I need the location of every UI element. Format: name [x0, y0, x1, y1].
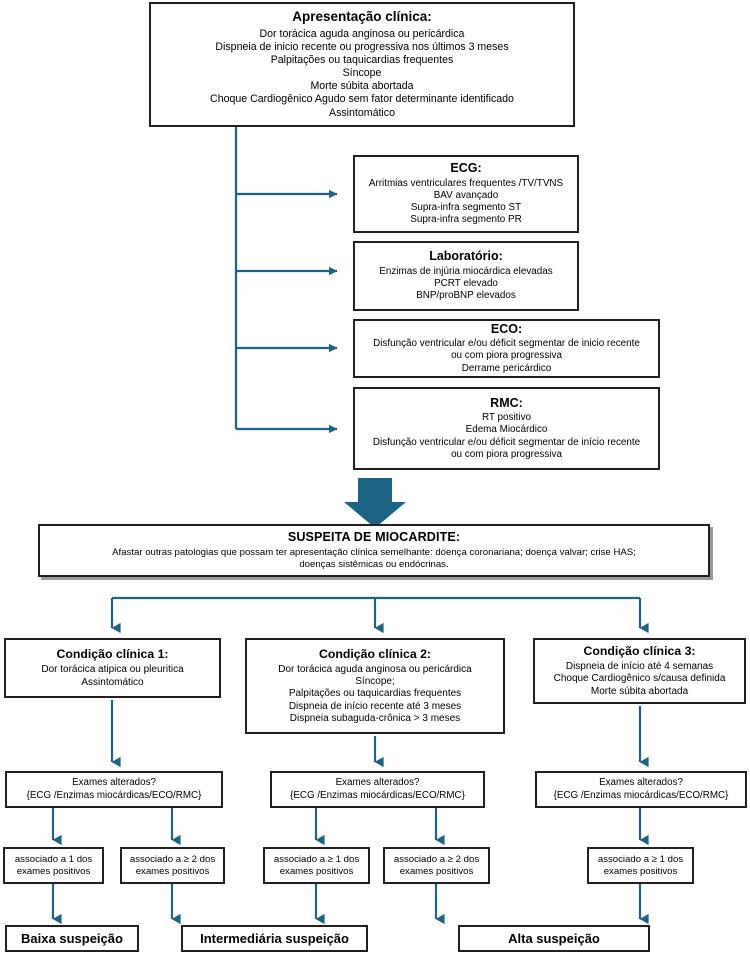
node-line: BAV avançado	[433, 189, 499, 201]
node-title: Condição clínica 1:	[56, 647, 169, 662]
node-apresentacao-clinica: Apresentação clínica: Dor torácica aguda…	[149, 2, 575, 127]
node-line: PCRT elevado	[434, 277, 498, 289]
node-title: Baixa suspeição	[21, 930, 123, 946]
node-line: Assintomático	[81, 676, 144, 688]
node-line: Dispneia de inicio recente ou progressiv…	[215, 40, 509, 53]
node-associacao-3: associado a ≥ 1 dos exames positivos	[263, 847, 370, 884]
node-title: Laboratório:	[429, 249, 503, 264]
node-intermediaria-suspeicao: Intermediária suspeição	[181, 925, 368, 952]
node-line: Síncope;	[355, 675, 395, 687]
node-line: BNP/proBNP elevados	[416, 290, 516, 302]
node-line: Choque Cardiogênico Agudo sem fator dete…	[210, 93, 514, 106]
node-title: Apresentação clínica:	[292, 9, 432, 25]
node-ecg: ECG: Arritmias ventriculares frequentes …	[353, 155, 579, 233]
node-line: Supra-infra segmento PR	[410, 214, 522, 226]
node-line: Síncope	[342, 67, 382, 80]
node-line: {ECG /Enzimas miocárdicas/ECO/RMC}	[290, 789, 465, 801]
node-suspeita-de-miocardite: SUSPEITA DE MIOCARDITE: Afastar outras p…	[38, 524, 710, 577]
node-line: Palpitações ou taquicardias frequentes	[270, 54, 454, 67]
node-baixa-suspeicao: Baixa suspeição	[5, 925, 139, 952]
big-down-arrow	[344, 478, 406, 528]
node-line: Dor torácica aguda anginosa ou pericárdi…	[259, 27, 465, 40]
node-line: Assintomático	[329, 106, 395, 119]
node-line: Dispneia de início até 4 semanas	[565, 660, 714, 672]
node-line: Arritmias ventriculares frequentes /TV/T…	[368, 177, 564, 189]
node-eco: ECO: Disfunção ventricular e/ou déficit …	[353, 319, 660, 378]
node-line: Morte súbita abortada	[590, 685, 689, 697]
node-line: exames positivos	[135, 865, 210, 877]
node-line: Choque Cardiogênico s/causa definida	[553, 673, 726, 685]
node-line: doenças sistêmicas ou endócrinas.	[299, 559, 449, 571]
node-associacao-5: associado a ≥ 1 dos exames positivos	[587, 847, 694, 884]
node-line: ou com piora progressiva	[451, 448, 562, 460]
node-associacao-1: associado a 1 dos exames positivos	[3, 847, 104, 884]
node-title: ECG:	[450, 161, 482, 176]
node-line: Dispneia subaguda-crônica > 3 meses	[289, 713, 461, 725]
node-associacao-4: associado a ≥ 2 dos exames positivos	[383, 847, 490, 884]
node-line: Dor torácica atipica ou pleuritica	[41, 664, 184, 676]
node-line: {ECG /Enzimas miocárdicas/ECO/RMC}	[553, 789, 729, 801]
node-title: Condição clínica 3:	[583, 643, 696, 658]
node-line: associado a ≥ 1 dos	[273, 853, 360, 865]
node-line: associado a 1 dos	[14, 853, 93, 865]
node-line: Dor torácica aguda anginosa ou pericárdi…	[278, 663, 472, 675]
node-line: associado a ≥ 2 dos	[129, 853, 216, 865]
node-condicao-clinica-1: Condição clínica 1: Dor torácica atipica…	[4, 638, 221, 698]
node-exames-alterados-2: Exames alterados? {ECG /Enzimas miocárdi…	[270, 771, 485, 808]
node-line: Dispneia de início recente até 3 meses	[288, 700, 462, 712]
node-alta-suspeicao: Alta suspeição	[458, 925, 650, 952]
node-title: ECO:	[490, 321, 523, 336]
node-line: Afastar outras patologias que possam ter…	[112, 547, 636, 559]
node-associacao-2: associado a ≥ 2 dos exames positivos	[120, 847, 225, 884]
node-exames-alterados-3: Exames alterados? {ECG /Enzimas miocárdi…	[535, 771, 747, 808]
node-laboratorio: Laboratório: Enzimas de injúria miocárdi…	[353, 241, 579, 311]
node-line: {ECG /Enzimas miocárdicas/ECO/RMC}	[26, 789, 202, 801]
node-line: Disfunção ventricular e/ou déficit segme…	[372, 436, 641, 448]
node-condicao-clinica-3: Condição clínica 3: Dispneia de início a…	[533, 638, 746, 704]
node-title: Condição clínica 2:	[318, 646, 432, 661]
node-line: Exames alterados?	[335, 777, 420, 789]
node-line: Supra-infra segmento ST	[410, 202, 522, 214]
node-title: Alta suspeição	[508, 930, 600, 946]
node-title: Intermediária suspeição	[200, 930, 349, 946]
node-line: Morte súbita abortada	[310, 80, 414, 93]
node-line: Exames alterados?	[72, 777, 156, 789]
node-line: exames positivos	[16, 865, 91, 877]
node-rmc: RMC: RT positivo Edema Miocárdico Disfun…	[353, 387, 660, 470]
node-line: Enzimas de injúria miocárdica elevadas	[379, 265, 553, 277]
node-line: exames positivos	[603, 865, 678, 877]
node-line: Disfunção ventricular e/ou déficit segme…	[373, 338, 640, 350]
node-line: Edema Miocárdico	[465, 424, 548, 436]
node-condicao-clinica-2: Condição clínica 2: Dor torácica aguda a…	[245, 638, 505, 734]
node-exames-alterados-1: Exames alterados? {ECG /Enzimas miocárdi…	[5, 771, 223, 808]
node-line: associado a ≥ 2 dos	[393, 853, 480, 865]
node-title: RMC:	[490, 395, 523, 410]
node-line: RT positivo	[481, 412, 532, 424]
node-line: Derrame pericárdico	[461, 362, 552, 374]
node-line: exames positivos	[399, 865, 474, 877]
node-line: Exames alterados?	[599, 777, 683, 789]
node-line: exames positivos	[279, 865, 354, 877]
node-line: ou com piora progressiva	[451, 350, 562, 362]
node-title: SUSPEITA DE MIOCARDITE:	[287, 529, 461, 544]
node-line: Palpitações ou taquicardias frequentes	[288, 688, 462, 700]
node-line: associado a ≥ 1 dos	[597, 853, 684, 865]
